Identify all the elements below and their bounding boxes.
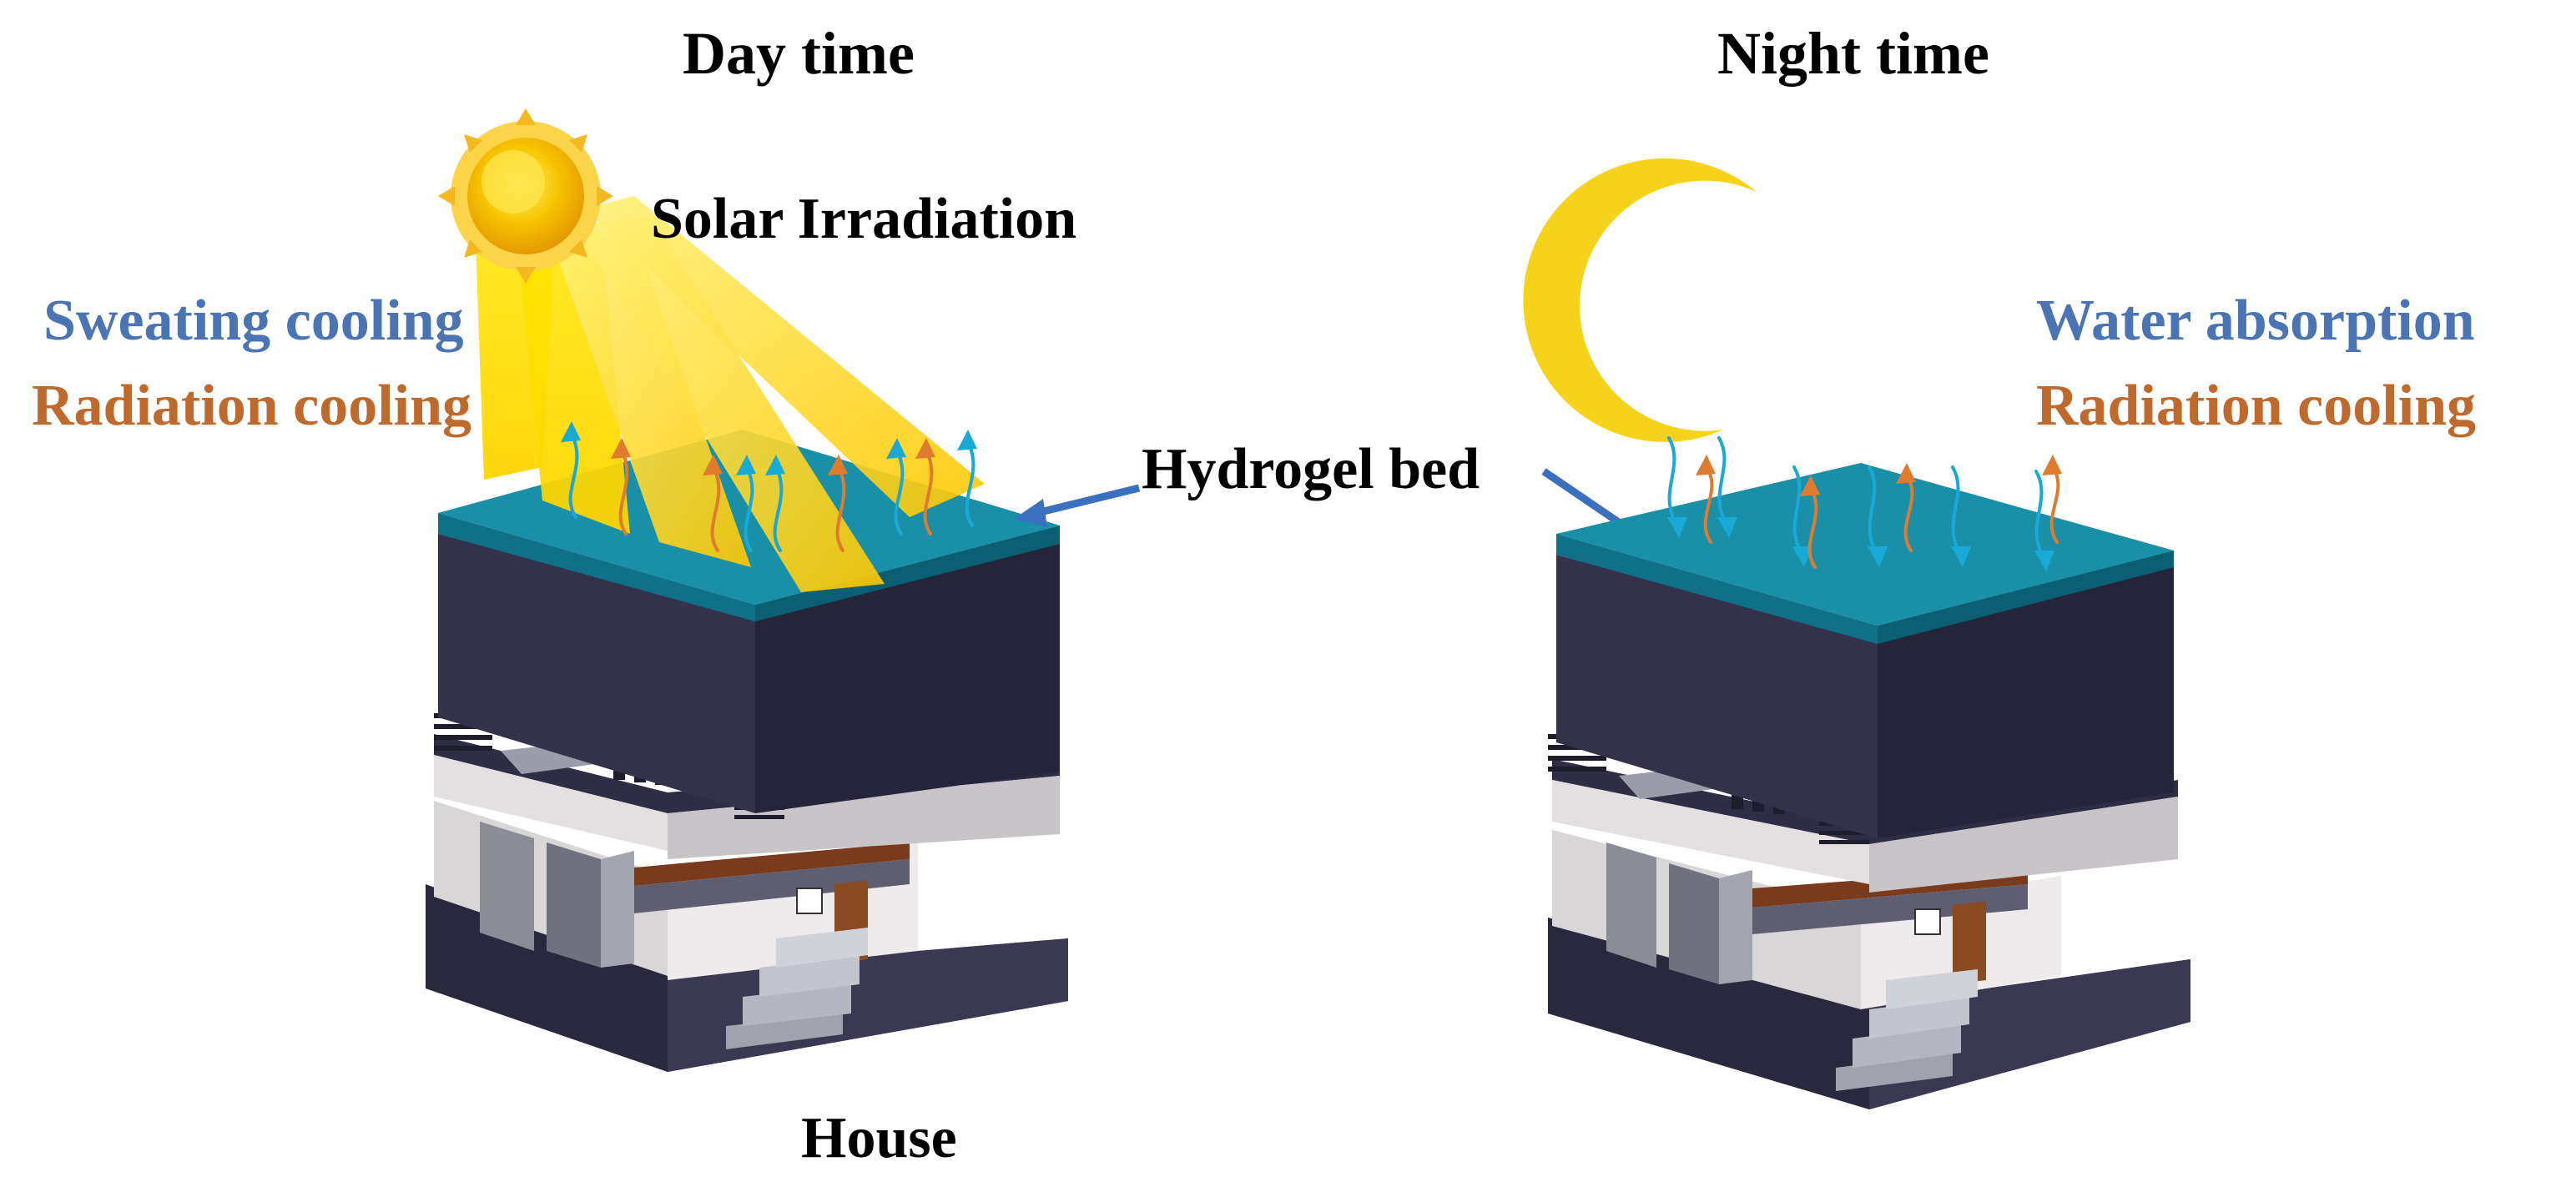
solar-irradiation-label: Solar Irradiation: [651, 187, 1077, 251]
night-absorption-arrows: [1667, 436, 2062, 571]
night-stairs: [1836, 969, 1978, 1091]
radiation-cooling-day-label: Radiation cooling: [32, 374, 472, 438]
night-house: [1548, 463, 2190, 1109]
radiation-cooling-night-label: Radiation cooling: [2036, 374, 2477, 438]
moon-icon: [1523, 158, 1757, 442]
house-label: House: [801, 1106, 957, 1170]
water-absorption-label: Water absorption: [2036, 289, 2475, 353]
hydrogel-bed-label: Hydrogel bed: [1142, 437, 1480, 501]
sun-icon: [438, 108, 613, 284]
day-time-title: Day time: [683, 20, 915, 87]
sweating-cooling-label: Sweating cooling: [43, 289, 464, 353]
solar-beams: [476, 196, 985, 592]
day-evaporation-arrows: [561, 421, 977, 552]
day-stairs: [726, 928, 868, 1049]
day-house: [426, 430, 1068, 1072]
night-time-title: Night time: [1717, 20, 1989, 87]
